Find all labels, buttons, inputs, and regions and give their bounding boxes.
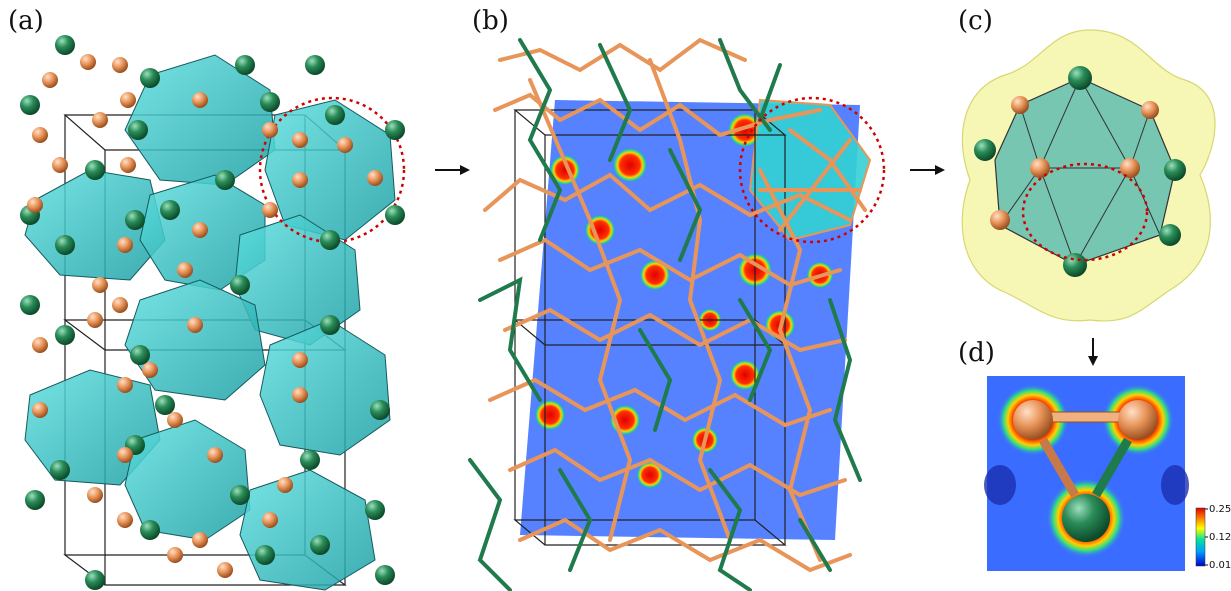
arrow-c-to-d (1088, 338, 1098, 366)
panel-d-label: (d) (958, 338, 995, 368)
panel-c-icosahedron-isosurface (961, 29, 1216, 322)
highlight-circle-b (738, 96, 886, 244)
panel-a-crystal-structure (20, 35, 406, 591)
panel-b-label: (b) (472, 6, 509, 36)
icosahedron (259, 319, 391, 456)
icosahedron (239, 469, 376, 591)
green-atoms-a (20, 35, 405, 590)
panel-b-charge-density-network (468, 37, 886, 591)
colorbar-mid-label: 0.12 (1209, 532, 1231, 543)
bonds-orange-b (483, 37, 867, 573)
green-atom (1062, 494, 1110, 542)
bond-b-x (1092, 437, 1132, 498)
orange-atoms-a (27, 54, 383, 578)
arrow-a-to-b (435, 165, 470, 175)
boron-atom (1118, 400, 1158, 440)
colorbar-min-label: 0.01 (1209, 560, 1231, 571)
icosahedron (124, 419, 251, 541)
panel-a-label: (a) (8, 6, 44, 36)
icosahedron (124, 279, 266, 401)
panel-c-label: (c) (958, 6, 993, 36)
colorbar-max-label: 0.25 (1209, 504, 1231, 515)
panel-d-density-slice: 0.25 0.12 0.01 (984, 376, 1231, 571)
icosahedron (124, 54, 276, 186)
highlight-circle-c (1021, 162, 1149, 262)
bonds-green-b (468, 38, 862, 591)
bond-b-x (1039, 437, 1079, 498)
arrow-b-to-c (910, 165, 945, 175)
colorbar (1195, 507, 1206, 567)
icosahedron-c-edges (999, 77, 1161, 266)
bond-b-b (1049, 411, 1121, 423)
boron-atom (1013, 400, 1053, 440)
